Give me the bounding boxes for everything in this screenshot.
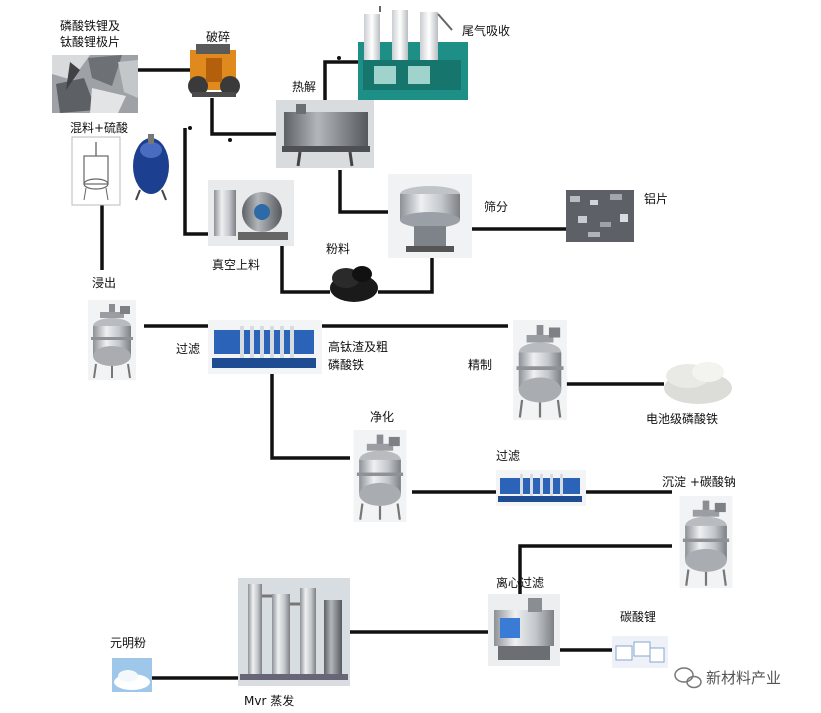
iron-phosphate-powder-image — [664, 362, 732, 404]
filter-press-2-image — [496, 470, 586, 506]
centrifuge-image — [488, 594, 560, 666]
aluminum-flakes-image — [566, 190, 634, 242]
line-crusher-pyrolysis — [210, 98, 276, 136]
exhaust-tower-image — [358, 6, 468, 100]
label-residue-line2: 磷酸铁 — [328, 358, 365, 372]
crusher-image — [188, 44, 240, 97]
label-refine: 精制 — [468, 358, 493, 372]
precipitate-reactor-image — [678, 494, 734, 590]
label-pyrolysis: 热解 — [292, 80, 317, 94]
mvr-evaporator-image — [238, 578, 350, 686]
label-purify: 净化 — [370, 410, 395, 424]
label-sieve: 筛分 — [484, 200, 509, 214]
label-powder: 粉料 — [326, 242, 351, 256]
label-mix-acid: 混料+硫酸 — [70, 121, 129, 135]
line-precip-centrifuge — [518, 544, 672, 594]
label-vacuum: 真空上料 — [212, 258, 261, 272]
pyrolysis-kiln-image — [276, 100, 374, 168]
label-leach: 浸出 — [92, 276, 117, 290]
purify-reactor-image — [352, 428, 408, 524]
line-vacuum-powder — [280, 246, 330, 294]
refine-reactor-image — [511, 318, 569, 422]
label-crush: 破碎 — [206, 30, 231, 44]
label-feed-line1: 磷酸铁锂及 — [60, 19, 121, 33]
black-powder-image — [330, 266, 378, 302]
label-filter1: 过滤 — [176, 342, 201, 356]
decorative-dot — [228, 138, 232, 142]
label-exhaust: 尾气吸收 — [462, 24, 511, 38]
blue-tank-image — [133, 134, 169, 201]
decorative-dot — [337, 56, 341, 60]
electrode-scrap-image — [52, 55, 138, 113]
label-mvr: Mvr 蒸发 — [244, 694, 295, 708]
label-centrifuge: 离心过滤 — [496, 576, 545, 590]
flow-lines — [100, 60, 672, 680]
lithium-carbonate-image — [612, 636, 668, 668]
label-aluminum: 铝片 — [644, 192, 669, 206]
label-precipitate: 沉淀 +碳酸钠 — [662, 475, 736, 489]
line-loader-vacuum — [183, 128, 210, 236]
vacuum-feeder-image — [208, 180, 294, 246]
label-li2co3: 碳酸锂 — [620, 610, 657, 624]
line-press-purify — [270, 374, 350, 460]
vibrating-sieve-image — [388, 174, 472, 258]
filter-press-image — [208, 320, 322, 374]
label-glauber: 元明粉 — [110, 636, 147, 650]
wechat-icon — [674, 667, 702, 689]
label-battery-fe: 电池级磷酸铁 — [646, 412, 719, 426]
leach-reactor-image — [87, 299, 137, 381]
line-pyrolysis-sieve — [338, 170, 388, 214]
line-sieve-powder — [378, 258, 434, 294]
label-residue-line1: 高钛渣及粗 — [328, 340, 389, 354]
decorative-dot — [188, 126, 192, 130]
glauber-salt-image — [112, 658, 152, 692]
watermark-text: 新材料产业 — [706, 669, 782, 687]
line-pyrolysis-exhaust — [323, 60, 360, 100]
mixing-tank-drawing — [71, 136, 121, 206]
label-filter2: 过滤 — [496, 449, 521, 463]
label-feed-line2: 钛酸锂极片 — [60, 35, 121, 49]
